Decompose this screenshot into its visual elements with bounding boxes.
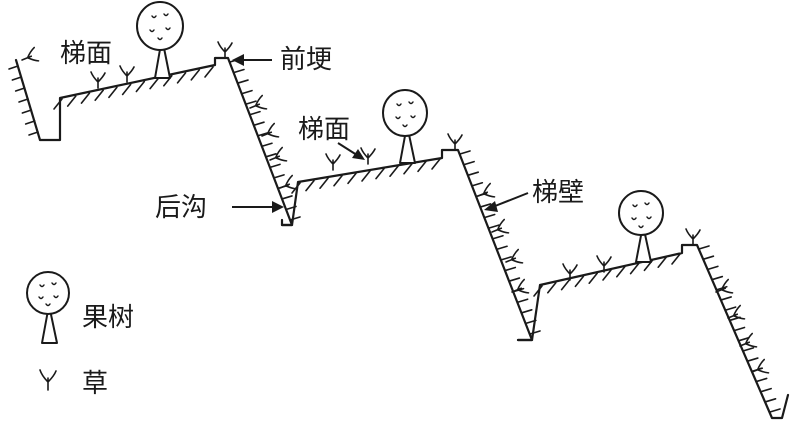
terrace-profile	[14, 56, 790, 420]
legend-grass-icon	[39, 369, 57, 391]
legend-fruit-tree-label: 果树	[82, 303, 134, 333]
arrow-terrace-wall	[484, 192, 529, 212]
label-terrace-wall: 梯壁	[532, 178, 584, 208]
fruit-tree-3	[618, 190, 664, 263]
label-terrace-surface-1: 梯面	[60, 39, 112, 69]
label-terrace-surface-2: 梯面	[298, 115, 350, 145]
arrow-front-ridge	[232, 54, 272, 66]
label-front-ridge: 前埂	[280, 45, 332, 75]
grass-tufts	[21, 41, 770, 374]
legend-fruit-tree-icon	[26, 271, 70, 344]
arrow-back-ditch	[232, 201, 284, 213]
arrow-terrace-surface-2	[337, 142, 365, 160]
fruit-tree-2	[382, 89, 428, 164]
fruit-tree-1	[136, 1, 184, 79]
legend: 果树 草	[26, 271, 134, 399]
label-back-ditch: 后沟	[155, 193, 207, 223]
ground-hatching	[8, 58, 781, 413]
legend-grass-label: 草	[82, 369, 108, 399]
